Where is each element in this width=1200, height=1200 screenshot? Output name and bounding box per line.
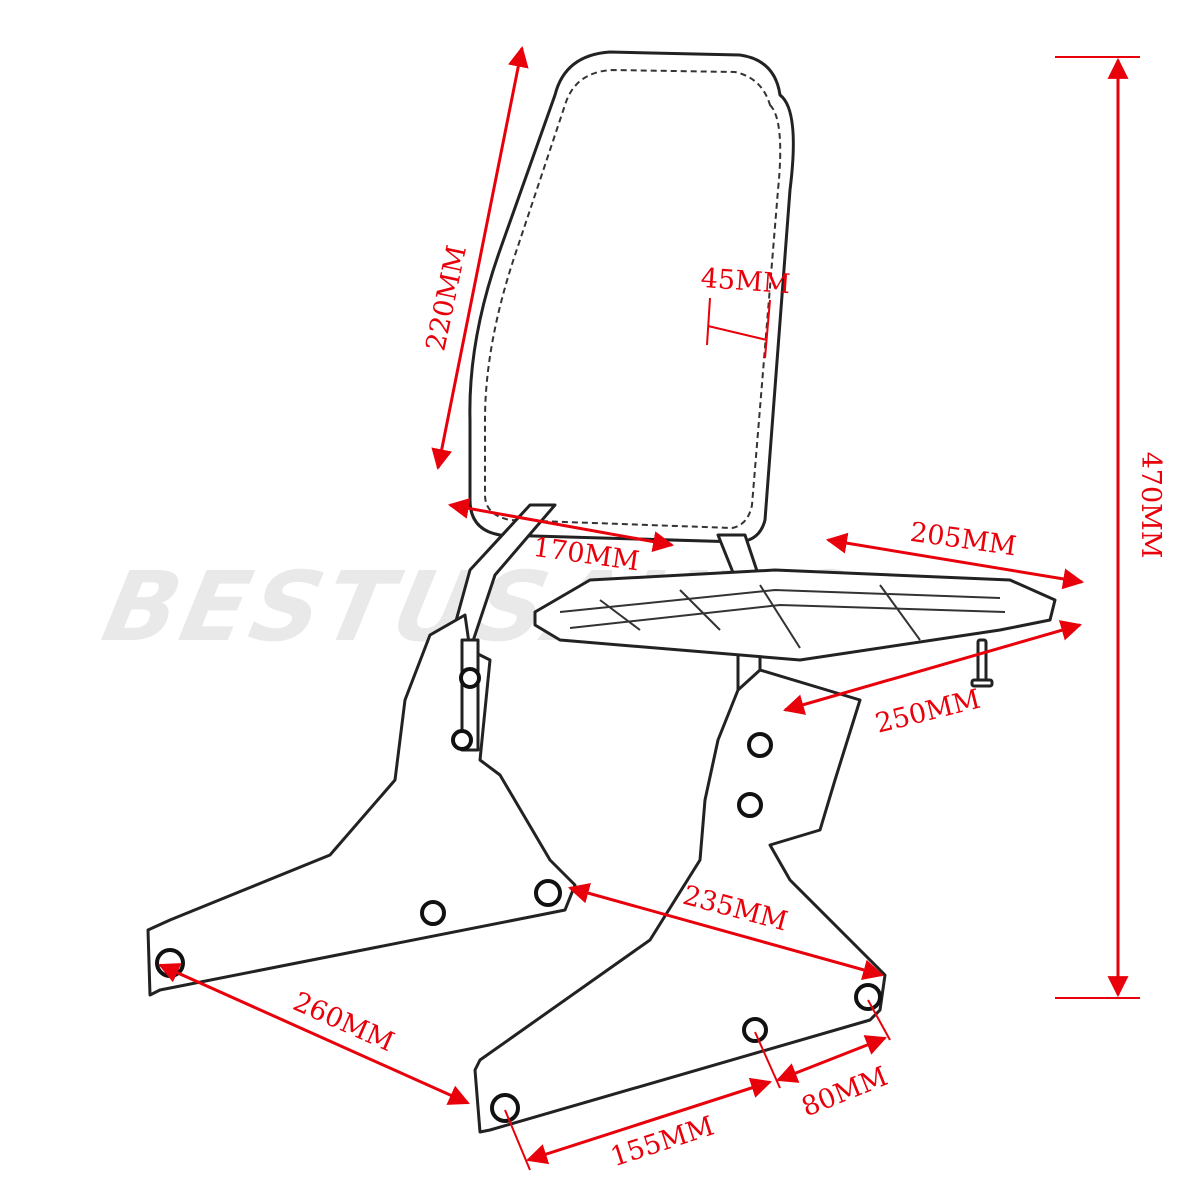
bolt-upper-right — [747, 732, 773, 758]
rack-width-arrow — [782, 620, 1083, 715]
label-rear-hole-spacing: 80MM — [797, 1061, 892, 1123]
front-hole-spacing-arrow — [526, 1077, 772, 1165]
hole-right-front — [490, 1093, 520, 1123]
side-plate-span-arrow — [158, 963, 470, 1105]
hole-right-mid — [742, 1017, 768, 1043]
mount-span-arrow — [567, 882, 885, 981]
pad-height-arrow — [431, 45, 529, 471]
rear-hole-spacing-arrow — [776, 1035, 887, 1083]
upright-width-arrow — [447, 498, 675, 552]
luggage-rack — [533, 568, 1057, 688]
left-side-plate — [146, 613, 577, 997]
label-front-hole-spacing: 155MM — [607, 1111, 718, 1173]
bolt-upper-left — [459, 667, 481, 689]
hole-left-rear — [534, 879, 562, 907]
label-rack-width: 250MM — [872, 684, 983, 740]
label-overall-height: 470MM — [1135, 452, 1166, 559]
bolt-lower-right — [737, 792, 763, 818]
pad-thickness-line — [707, 325, 768, 341]
hole-right-rear — [854, 983, 882, 1011]
hole-left-mid — [420, 900, 446, 926]
bolt-lower-left — [451, 729, 473, 751]
label-pad-thickness: 45MM — [700, 263, 792, 300]
rack-length-arrow — [825, 532, 1085, 590]
